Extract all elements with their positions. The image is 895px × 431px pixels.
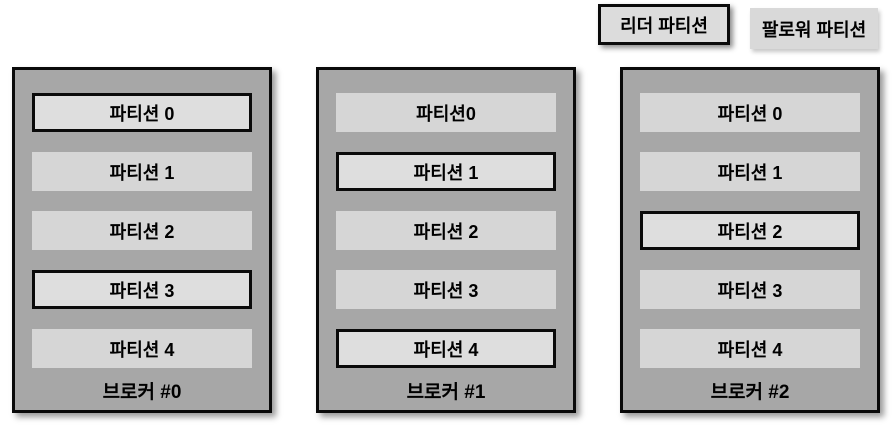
- partition-box: 파티션 1: [640, 152, 860, 191]
- partition-box: 파티션 1: [336, 152, 556, 191]
- broker-1-box: 파티션0 파티션 1 파티션 2 파티션 3 파티션 4 브로커 #1: [316, 67, 576, 413]
- partition-box: 파티션 0: [640, 93, 860, 132]
- broker-1-label: 브로커 #1: [406, 382, 486, 403]
- partition-box: 파티션 4: [32, 329, 252, 368]
- partition-box: 파티션 4: [336, 329, 556, 368]
- broker-2-box: 파티션 0 파티션 1 파티션 2 파티션 3 파티션 4 브로커 #2: [620, 67, 880, 413]
- legend-follower-label: 팔로워 파티션: [761, 19, 867, 40]
- partition-box: 파티션 3: [336, 270, 556, 309]
- broker-0-box: 파티션 0 파티션 1 파티션 2 파티션 3 파티션 4 브로커 #0: [12, 67, 272, 413]
- partition-box: 파티션 2: [640, 211, 860, 250]
- broker-2-label: 브로커 #2: [710, 382, 790, 403]
- legend-follower-partition: 팔로워 파티션: [750, 8, 878, 49]
- broker-0-partitions: 파티션 0 파티션 1 파티션 2 파티션 3 파티션 4: [32, 93, 252, 368]
- broker-2-partitions: 파티션 0 파티션 1 파티션 2 파티션 3 파티션 4: [640, 93, 860, 368]
- legend-leader-label: 리더 파티션: [620, 15, 708, 36]
- partition-box: 파티션 3: [32, 270, 252, 309]
- partition-box: 파티션 2: [336, 211, 556, 250]
- partition-box: 파티션 3: [640, 270, 860, 309]
- partition-box: 파티션0: [336, 93, 556, 132]
- partition-box: 파티션 0: [32, 93, 252, 132]
- legend-leader-partition: 리더 파티션: [598, 4, 730, 45]
- partition-box: 파티션 4: [640, 329, 860, 368]
- broker-0-label: 브로커 #0: [102, 382, 182, 403]
- partition-box: 파티션 2: [32, 211, 252, 250]
- partition-box: 파티션 1: [32, 152, 252, 191]
- broker-1-partitions: 파티션0 파티션 1 파티션 2 파티션 3 파티션 4: [336, 93, 556, 368]
